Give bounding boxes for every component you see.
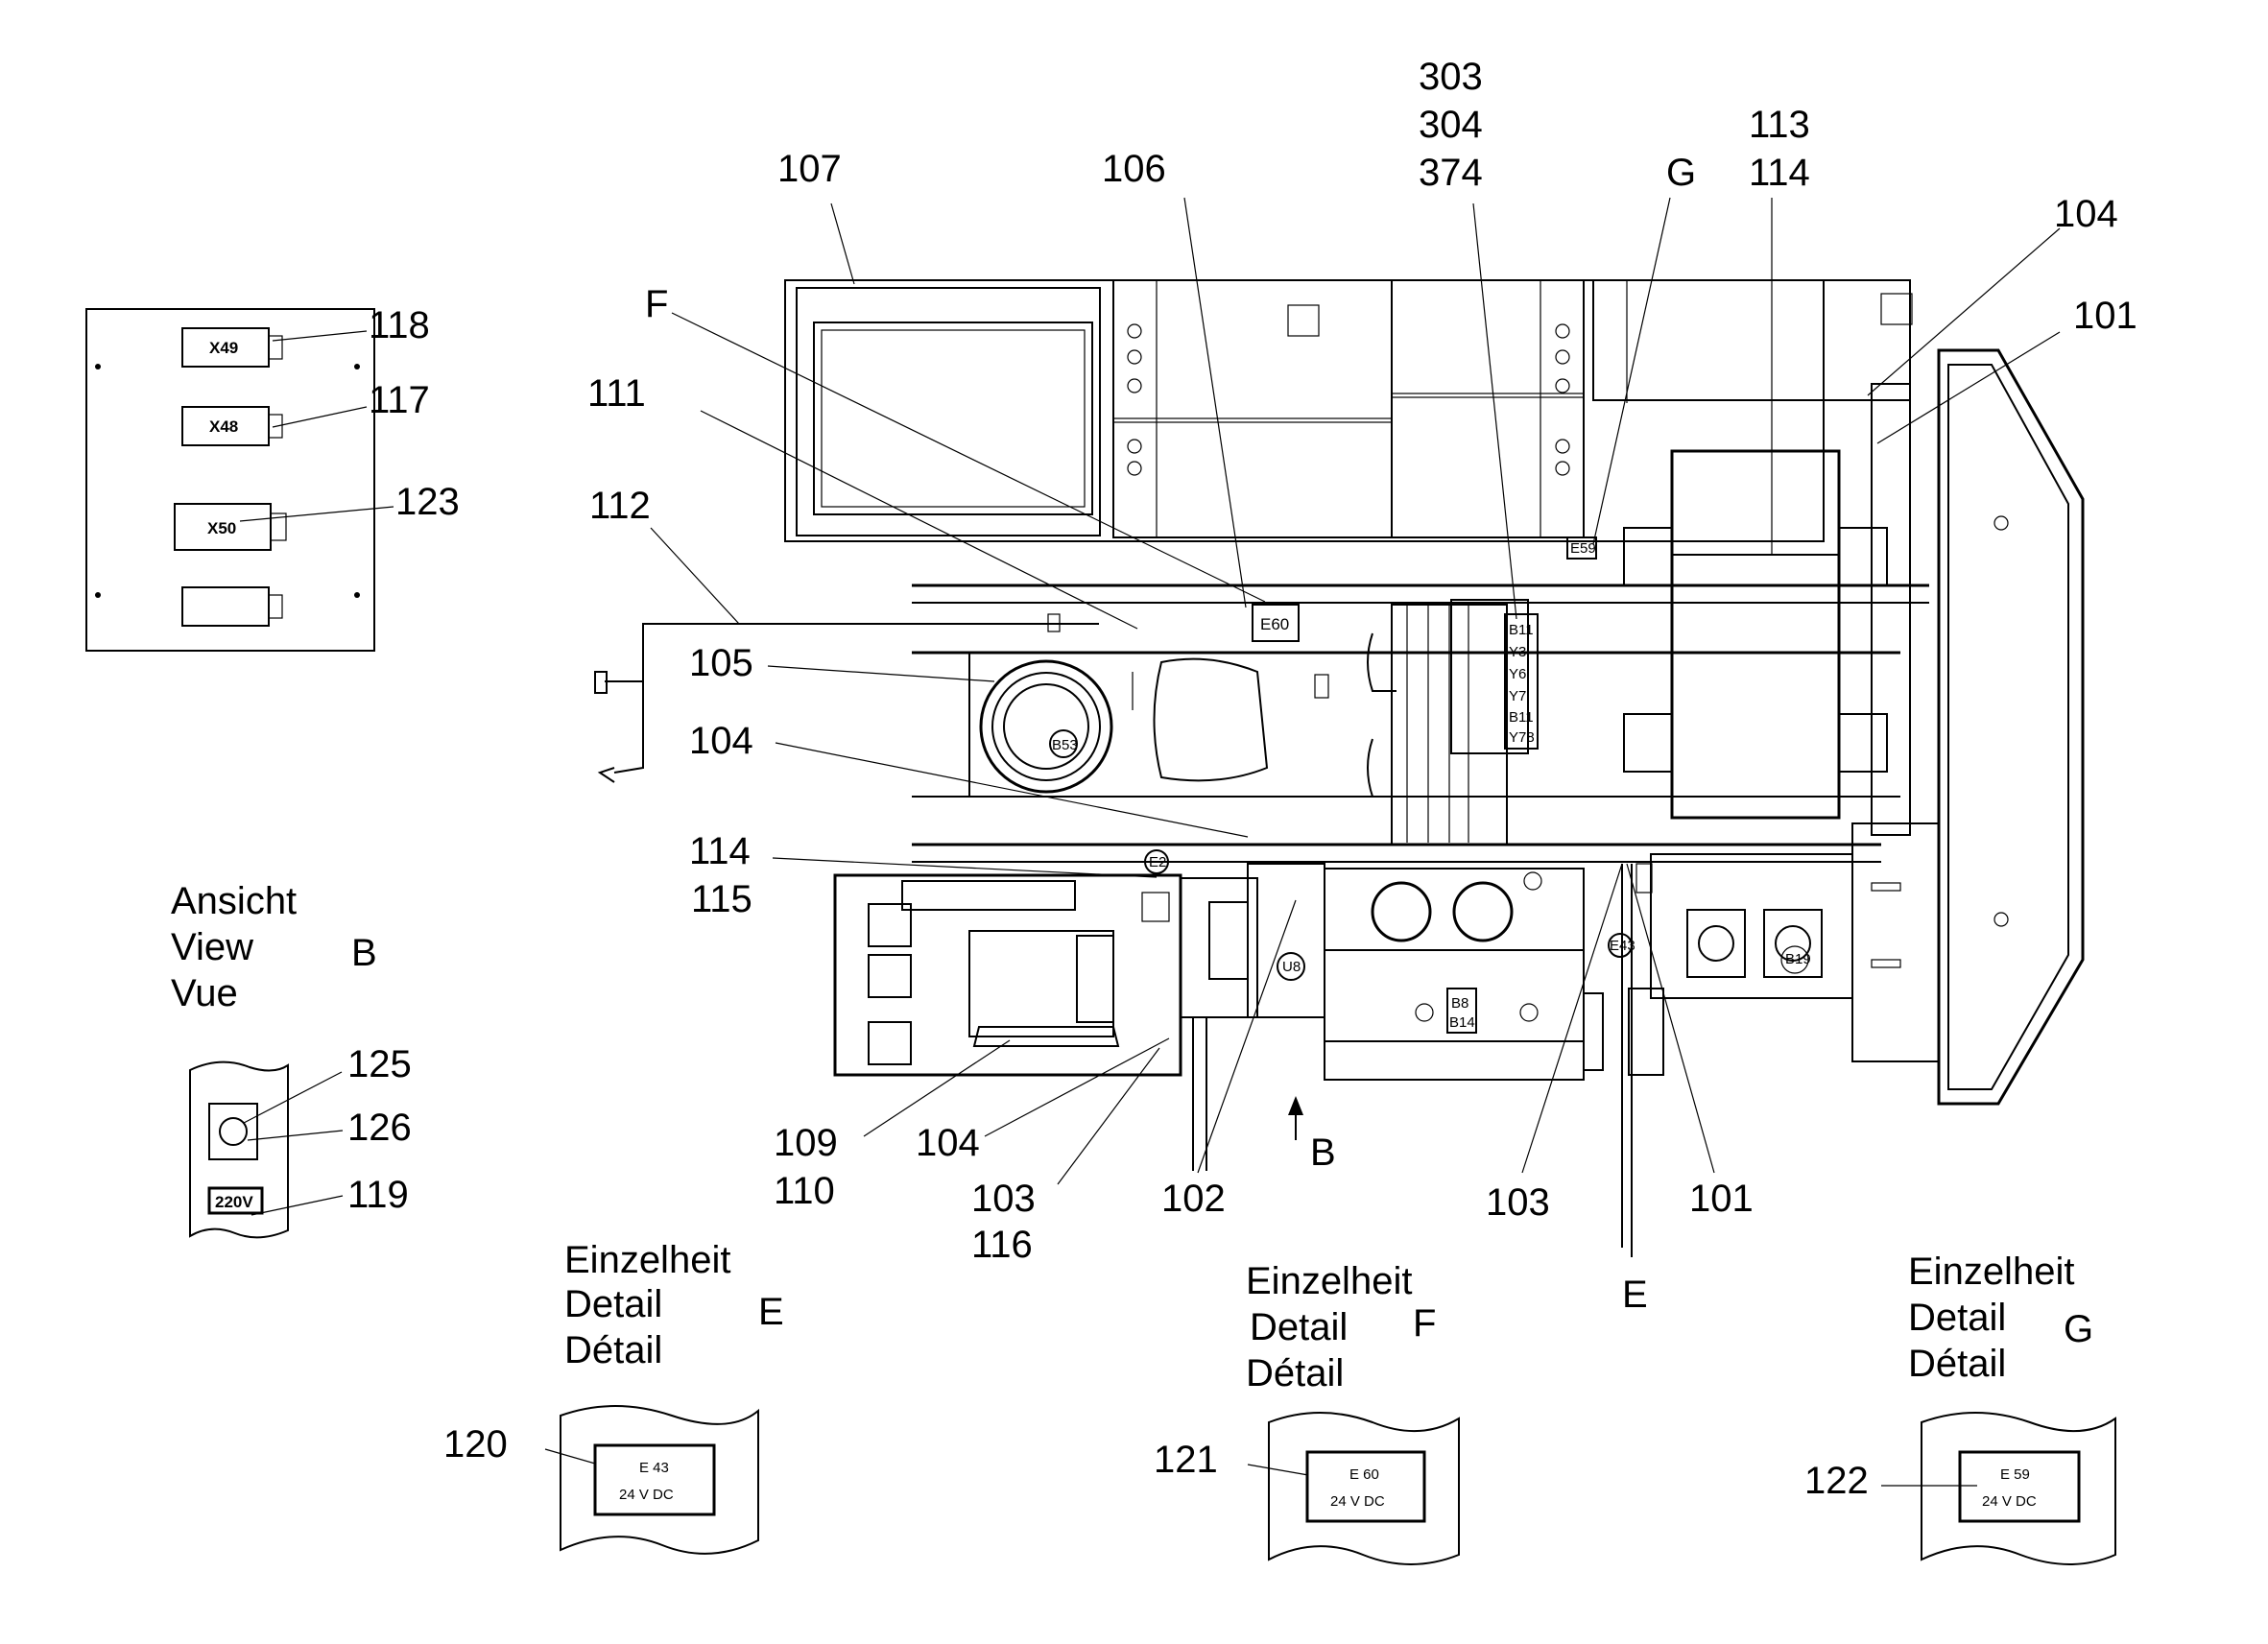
valve-label-5: B11: [1509, 709, 1534, 726]
callout-110: 110: [774, 1170, 835, 1212]
callout-125: 125: [347, 1043, 412, 1085]
detail-g-letter: G: [2064, 1308, 2093, 1350]
detail-e-letter: E: [758, 1291, 784, 1333]
valve-label-6: Y78: [1509, 729, 1535, 746]
detail-f-code: E 60: [1349, 1466, 1379, 1483]
detail-f-voltage: 24 V DC: [1330, 1493, 1385, 1510]
callout-303: 303: [1419, 56, 1483, 98]
callout-105: 105: [689, 642, 753, 684]
letter-g: G: [1666, 152, 1696, 194]
callout-107: 107: [777, 148, 842, 190]
callout-120: 120: [443, 1423, 508, 1465]
connector-x49: X49: [181, 327, 283, 368]
valve-label-2: Y3: [1509, 644, 1526, 660]
detail-f-title: Einzelheit Detail Détail F: [1246, 1260, 1436, 1394]
callout-109: 109: [774, 1122, 838, 1164]
callout-119: 119: [347, 1174, 409, 1216]
detail-e-voltage: 24 V DC: [619, 1487, 674, 1503]
letter-b-arrow: B: [1310, 1132, 1336, 1174]
connector-x50: X50: [174, 503, 287, 551]
valve-label-4: Y7: [1509, 688, 1526, 704]
view-b-line2: View: [171, 926, 253, 968]
callout-101-top: 101: [2073, 295, 2137, 337]
detail-f: E 60 24 V DC: [1268, 1412, 1460, 1565]
detail-e-line1: Einzelheit: [564, 1239, 730, 1281]
callout-104-bottom: 104: [916, 1122, 980, 1164]
letter-e: E: [1622, 1274, 1648, 1316]
view-b-line1: Ansicht: [171, 880, 297, 922]
callout-104-top: 104: [2054, 193, 2118, 235]
connector-x50-label: X50: [207, 519, 236, 537]
callout-126: 126: [347, 1107, 412, 1149]
connector-spare: [181, 586, 283, 627]
connector-plate-inset: X49 X48 X50: [85, 308, 394, 652]
view-b-letter: B: [351, 932, 377, 974]
callout-304: 304: [1419, 104, 1483, 146]
callout-116: 116: [971, 1224, 1033, 1266]
callout-114-mid: 114: [689, 830, 751, 872]
detail-g-voltage: 24 V DC: [1982, 1493, 2037, 1510]
valve-bank: [1406, 605, 1469, 843]
callout-114-top: 114: [1749, 152, 1810, 194]
detail-e-line2: Detail: [564, 1283, 662, 1325]
valve-label-1: B11: [1509, 622, 1534, 638]
detail-g-line2: Detail: [1908, 1297, 2006, 1339]
tag-b19: B19: [1785, 951, 1811, 967]
connector-x48-label: X48: [209, 417, 238, 436]
callout-labels: 303 304 374 113 114 107 106 G 104 101 F …: [347, 56, 2137, 1502]
detail-f-line1: Einzelheit: [1246, 1260, 1412, 1302]
callout-121: 121: [1154, 1439, 1218, 1481]
callout-117: 117: [369, 379, 430, 421]
detail-g: E 59 24 V DC: [1921, 1412, 2116, 1565]
view-b-inset: 220V: [189, 1060, 344, 1239]
leader-lines: [544, 197, 2061, 1487]
tag-u8: U8: [1282, 959, 1301, 975]
detail-e-title: Einzelheit Detail Détail E: [564, 1239, 784, 1371]
detail-f-line3: Détail: [1246, 1352, 1344, 1394]
view-b-line3: Vue: [171, 972, 238, 1014]
callout-123: 123: [395, 481, 460, 523]
callout-113: 113: [1749, 104, 1810, 146]
detail-f-letter: F: [1413, 1302, 1436, 1345]
detail-g-code: E 59: [2000, 1466, 2030, 1483]
machine-top-view: B53 B11 Y3 Y6 Y7 B11 Y78 E60 E59: [594, 279, 2085, 1257]
callout-122: 122: [1804, 1460, 1869, 1502]
callout-112: 112: [589, 485, 651, 527]
callout-115: 115: [691, 878, 752, 920]
tag-b14: B14: [1449, 1014, 1475, 1031]
letter-f: F: [645, 283, 668, 325]
callout-106: 106: [1102, 148, 1166, 190]
connector-x49-label: X49: [209, 339, 238, 357]
callout-118-pos: 118: [369, 304, 430, 346]
view-b-plate-label: 220V: [215, 1193, 253, 1211]
callout-101-bottom: 101: [1689, 1178, 1754, 1220]
tag-e60: E60: [1260, 615, 1289, 633]
connector-x48: X48: [181, 406, 283, 446]
view-b-title: Ansicht View Vue B: [171, 880, 377, 1014]
callout-104-mid: 104: [689, 720, 753, 762]
tag-b8: B8: [1451, 995, 1468, 1012]
detail-f-line2: Detail: [1250, 1306, 1348, 1348]
callout-103-right: 103: [1486, 1181, 1550, 1224]
callout-103-left: 103: [971, 1178, 1036, 1220]
detail-e-code: E 43: [639, 1460, 669, 1476]
tag-e59: E59: [1570, 540, 1596, 557]
detail-g-line3: Détail: [1908, 1343, 2006, 1385]
callout-111: 111: [587, 372, 646, 415]
callout-102: 102: [1161, 1178, 1226, 1220]
detail-e-line3: Détail: [564, 1329, 662, 1371]
tag-e2: E2: [1149, 854, 1166, 870]
tag-b53: B53: [1052, 737, 1078, 753]
callout-374: 374: [1419, 152, 1483, 194]
detail-g-title: Einzelheit Detail Détail G: [1908, 1251, 2093, 1385]
detail-e: E 43 24 V DC: [560, 1405, 759, 1555]
valve-label-3: Y6: [1509, 666, 1526, 682]
detail-g-line1: Einzelheit: [1908, 1251, 2074, 1293]
